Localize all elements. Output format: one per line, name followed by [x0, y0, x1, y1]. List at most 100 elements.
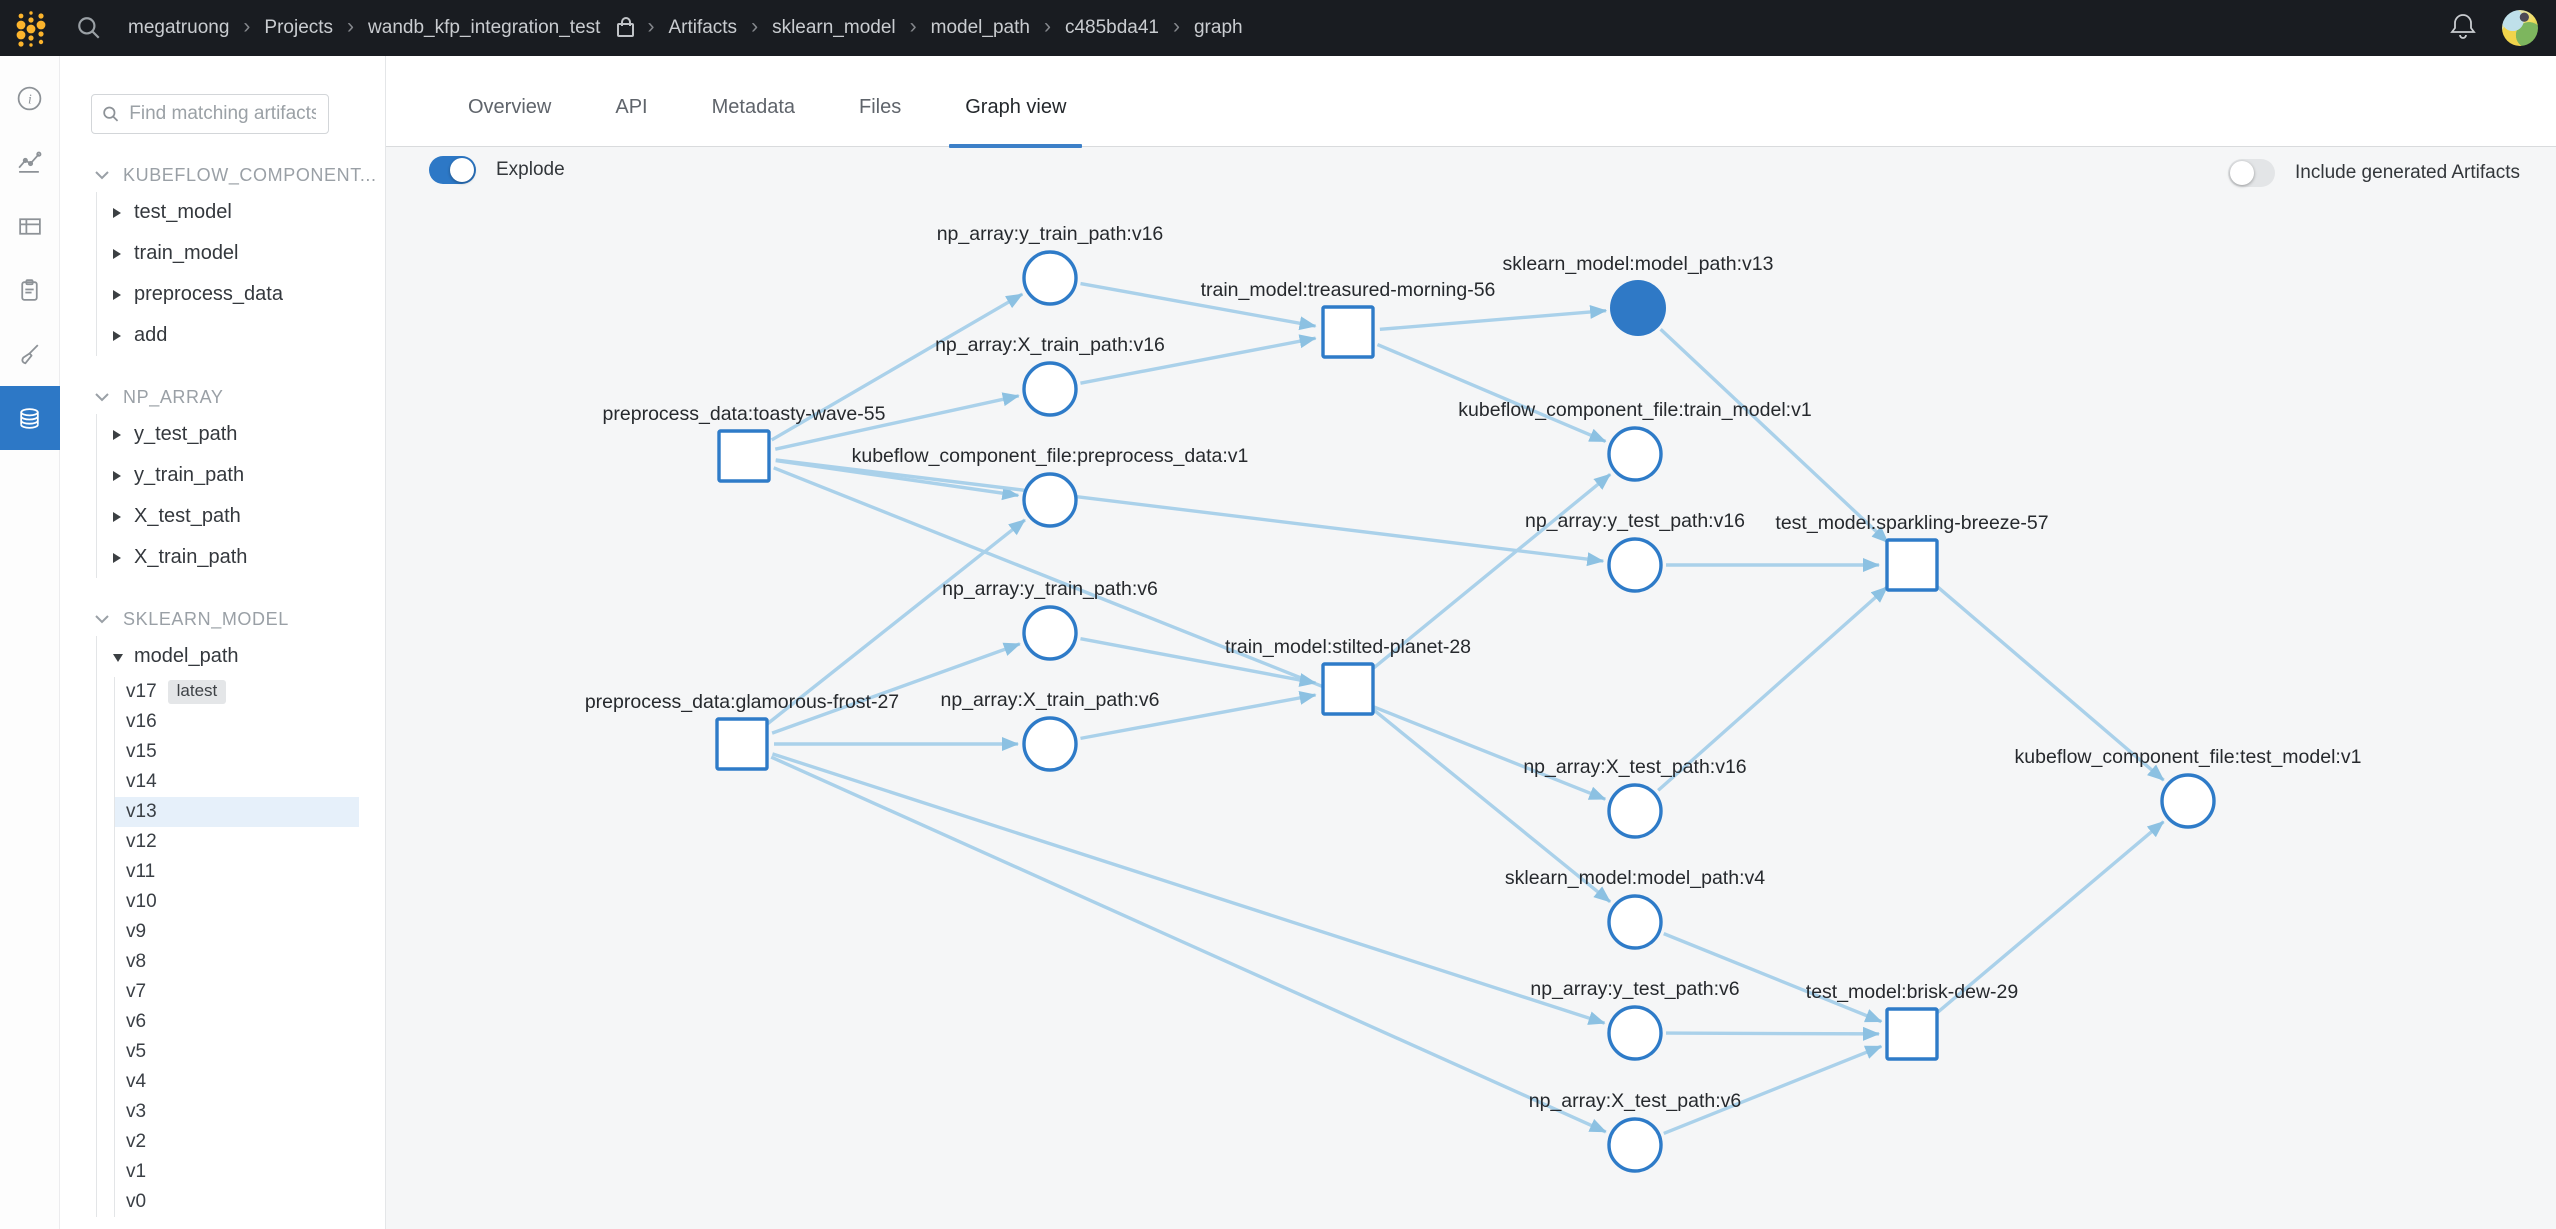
tab-api[interactable]: API [615, 96, 648, 118]
rail-item-artifacts[interactable] [0, 386, 60, 450]
rail-item-sweeps[interactable] [0, 322, 60, 386]
explode-toggle[interactable] [429, 156, 476, 184]
graph-node-kcp[interactable] [1022, 472, 1078, 528]
edge-t55-xtr16 [774, 392, 1020, 451]
breadcrumb-item-sklearn_model[interactable]: sklearn_model [772, 17, 896, 38]
triangle-right-icon [113, 248, 121, 259]
search-icon[interactable] [76, 15, 102, 41]
edge-yte6-bd29 [1665, 1026, 1881, 1041]
graph-node-yte6[interactable] [1607, 1005, 1663, 1061]
graph-node-xte6[interactable] [1607, 1117, 1663, 1173]
artifact-lineage-graph[interactable]: preprocess_data:toasty-wave-55preprocess… [386, 147, 2556, 1229]
rail-item-tables[interactable] [0, 194, 60, 258]
wandb-logo[interactable] [8, 6, 52, 50]
breadcrumb-item-wandb_kfp_integration_test[interactable]: wandb_kfp_integration_test [368, 17, 601, 38]
graph-node-xte16[interactable] [1607, 783, 1663, 839]
graph-view-panel: Explode Include generated Artifacts prep… [386, 147, 2556, 1229]
version-row-v3[interactable]: v3 [126, 1101, 147, 1122]
version-row-v1[interactable]: v1 [126, 1161, 147, 1182]
graph-node-label-mp13: sklearn_model:model_path:v13 [1502, 253, 1773, 275]
version-row-v6[interactable]: v6 [126, 1011, 147, 1032]
breadcrumb-separator: › [647, 15, 655, 38]
version-row-v0[interactable]: v0 [126, 1191, 147, 1212]
tree-item-add[interactable]: add [97, 315, 385, 356]
version-row-v9[interactable]: v9 [126, 921, 147, 942]
tree-item-train_model[interactable]: train_model [97, 233, 385, 274]
edge-ytr16-tm56 [1080, 281, 1317, 331]
graph-node-label-kct: kubeflow_component_file:test_model:v1 [2015, 746, 2362, 768]
edge-g27-kcp [766, 518, 1026, 726]
rail-item-overview[interactable]: i [0, 66, 60, 130]
graph-node-xtr16[interactable] [1022, 361, 1078, 417]
graph-node-xtr6[interactable] [1022, 716, 1078, 772]
tree-item-y_test_path[interactable]: y_test_path [97, 414, 385, 455]
edge-sb57-kct [1935, 584, 2165, 782]
graph-node-g27[interactable] [715, 717, 769, 771]
breadcrumb-item-graph[interactable]: graph [1193, 17, 1243, 38]
graph-node-kctr[interactable] [1607, 426, 1663, 482]
tab-files[interactable]: Files [859, 96, 902, 118]
tree-section-np-array[interactable]: NP_ARRAY [60, 380, 385, 414]
tab-overview[interactable]: Overview [468, 96, 552, 118]
artifact-search-input[interactable] [127, 102, 318, 126]
bell-icon[interactable] [2448, 11, 2478, 46]
artifact-search-box[interactable] [91, 94, 329, 134]
graph-node-tm56[interactable] [1321, 305, 1375, 359]
graph-node-label-xtr6: np_array:X_train_path:v6 [941, 689, 1160, 711]
version-row-v12[interactable]: v12 [126, 831, 157, 852]
version-row-v10[interactable]: v10 [126, 891, 157, 912]
graph-node-t55[interactable] [717, 429, 771, 483]
breadcrumb-item-c485bda41[interactable]: c485bda41 [1064, 17, 1159, 38]
breadcrumb-item-Projects[interactable]: Projects [264, 17, 334, 38]
graph-node-label-yte6: np_array:y_test_path:v6 [1530, 978, 1739, 1000]
tree-item-preprocess_data[interactable]: preprocess_data [97, 274, 385, 315]
avatar[interactable] [2502, 10, 2538, 46]
tree-item-model_path[interactable]: model_path [97, 636, 385, 677]
tree-section-kubeflow-component-[interactable]: KUBEFLOW_COMPONENT... [60, 158, 385, 192]
breadcrumb-item-Artifacts[interactable]: Artifacts [668, 17, 738, 38]
graph-node-ytr16[interactable] [1022, 250, 1078, 306]
graph-node-mp4[interactable] [1607, 894, 1663, 950]
version-row-v15[interactable]: v15 [126, 741, 157, 762]
version-row-v16[interactable]: v16 [126, 711, 157, 732]
triangle-right-icon [113, 511, 121, 522]
breadcrumb-separator: › [1172, 15, 1180, 38]
rail-item-charts[interactable] [0, 130, 60, 194]
version-row-v13[interactable]: v13 [115, 797, 359, 827]
edge-xte16-sb57 [1657, 585, 1889, 792]
breadcrumb: megatruong › Projects › wandb_kfp_integratio… [128, 15, 1250, 40]
graph-node-ytr6[interactable] [1022, 605, 1078, 661]
tree-item-X_train_path[interactable]: X_train_path [97, 537, 385, 578]
tree-item-X_test_path[interactable]: X_test_path [97, 496, 385, 537]
rail-item-reports[interactable] [0, 258, 60, 322]
latest-badge: latest [167, 680, 227, 704]
breadcrumb-item-model_path[interactable]: model_path [930, 17, 1030, 38]
version-row-v8[interactable]: v8 [126, 951, 147, 972]
version-row-v4[interactable]: v4 [126, 1071, 147, 1092]
graph-node-sb57[interactable] [1885, 538, 1939, 592]
version-row-v11[interactable]: v11 [126, 861, 156, 882]
tree-item-y_train_path[interactable]: y_train_path [97, 455, 385, 496]
triangle-right-icon [113, 330, 121, 341]
version-row-v7[interactable]: v7 [126, 981, 147, 1002]
version-row-v2[interactable]: v2 [126, 1131, 147, 1152]
graph-node-label-kctr: kubeflow_component_file:train_model:v1 [1458, 399, 1811, 421]
tree-item-test_model[interactable]: test_model [97, 192, 385, 233]
tab-metadata[interactable]: Metadata [711, 96, 795, 118]
edge-mp4-bd29 [1663, 932, 1883, 1024]
graph-node-bd29[interactable] [1885, 1007, 1939, 1061]
tree-section-sklearn-model[interactable]: SKLEARN_MODEL [60, 602, 385, 636]
graph-node-yte16[interactable] [1607, 537, 1663, 593]
version-row-v14[interactable]: v14 [126, 771, 157, 792]
tab-graph-view[interactable]: Graph view [949, 96, 1083, 148]
version-row-v5[interactable]: v5 [126, 1041, 147, 1062]
include-generated-artifacts-label: Include generated Artifacts [2295, 162, 2520, 183]
breadcrumb-item-megatruong[interactable]: megatruong [128, 17, 230, 38]
graph-node-kct[interactable] [2160, 773, 2216, 829]
top-navigation-bar: megatruong › Projects › wandb_kfp_integratio… [0, 0, 2556, 56]
include-generated-artifacts-toggle[interactable] [2228, 159, 2276, 187]
graph-node-mp13[interactable] [1610, 280, 1666, 336]
graph-node-sp28[interactable] [1321, 662, 1375, 716]
edge-bd29-kct [1935, 820, 2165, 1015]
